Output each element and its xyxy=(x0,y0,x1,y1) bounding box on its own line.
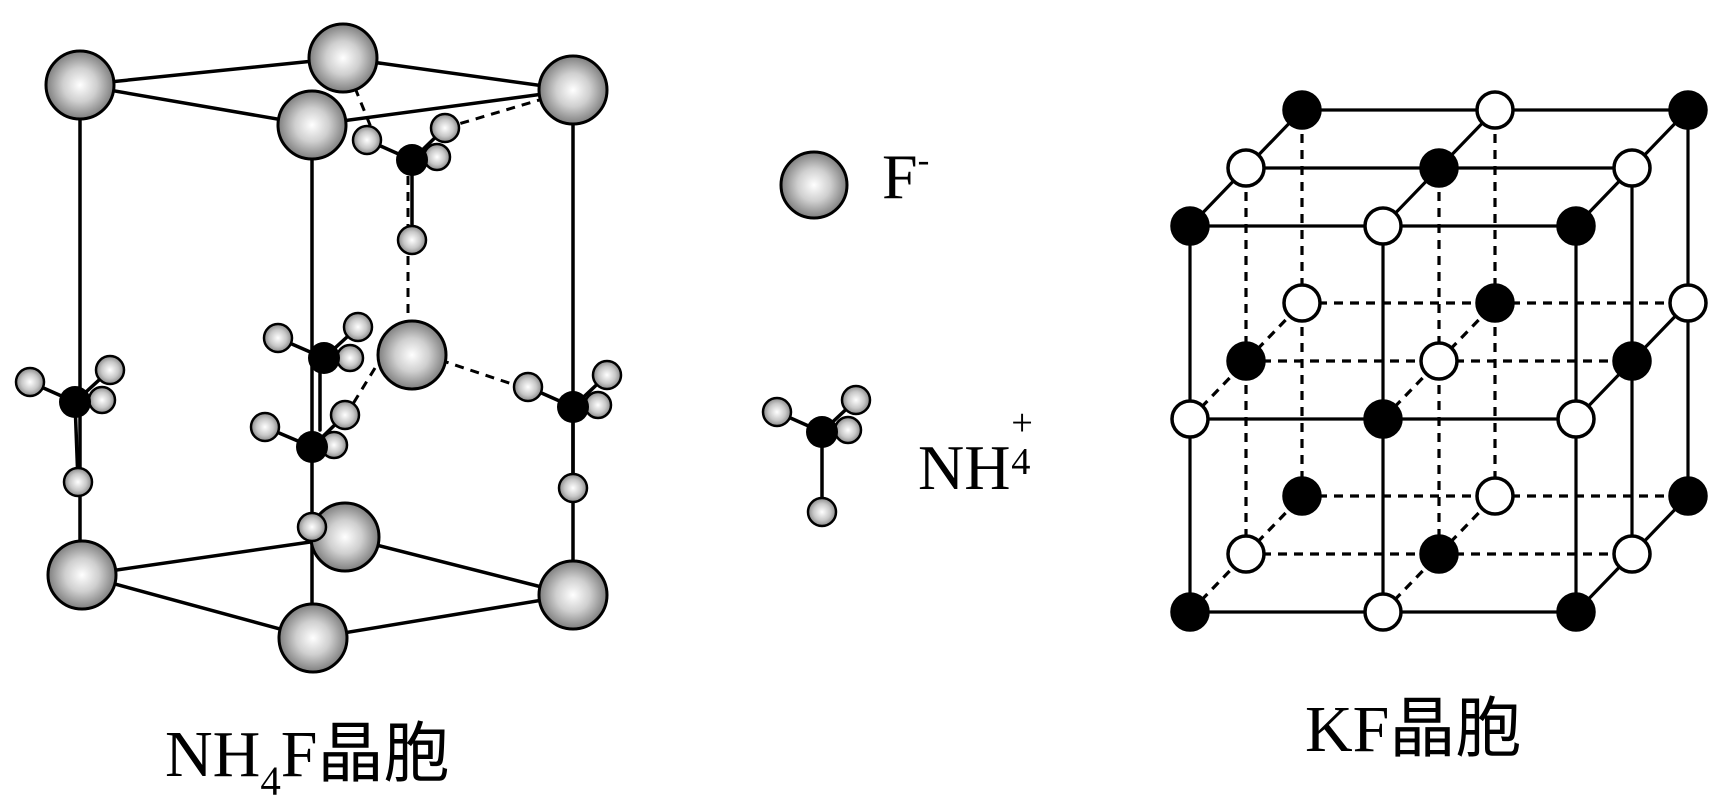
fluoride-ion xyxy=(277,602,349,674)
kf-filled-ion xyxy=(1612,341,1652,381)
kf-filled-ion xyxy=(1226,341,1266,381)
kf-filled-ion xyxy=(1419,534,1459,574)
kf-filled-ion xyxy=(1419,148,1459,188)
kf-filled-ion xyxy=(1363,399,1403,439)
kf-filled-ion xyxy=(1282,476,1322,516)
kf-open-ion xyxy=(1282,283,1322,323)
legend-fluoride-sphere xyxy=(779,150,849,220)
kf-open-ion xyxy=(1475,476,1515,516)
nh4f-fluoride-ions xyxy=(44,22,609,674)
nh4f-caption: NH4F晶胞 xyxy=(165,718,450,803)
fluoride-ion xyxy=(537,559,609,631)
kf-open-ion xyxy=(1556,399,1596,439)
kf-filled-ion xyxy=(1556,592,1596,632)
kf-open-ion xyxy=(1668,283,1708,323)
legend-ammonium-label: NH+4 xyxy=(918,402,1033,503)
kf-open-ion xyxy=(1363,592,1403,632)
kf-open-ion xyxy=(1226,148,1266,188)
kf-open-ion xyxy=(1419,341,1459,381)
kf-unit-cell xyxy=(1170,90,1708,632)
nh4f-hydrogen-atoms xyxy=(14,112,623,543)
kf-filled-ion xyxy=(1556,206,1596,246)
kf-open-ion xyxy=(1170,399,1210,439)
fluoride-ion xyxy=(537,54,609,126)
kf-filled-ion xyxy=(1475,283,1515,323)
fluoride-ion xyxy=(276,89,348,161)
kf-filled-ion xyxy=(1170,206,1210,246)
kf-filled-ion xyxy=(1170,592,1210,632)
nh4f-nitrogen-atoms xyxy=(59,144,589,463)
legend-fluoride-label: F- xyxy=(882,140,930,212)
kf-filled-ion xyxy=(1282,90,1322,130)
kf-open-ion xyxy=(1363,206,1403,246)
legend-ammonium-molecule xyxy=(761,384,872,528)
fluoride-ion xyxy=(46,539,118,611)
kf-open-ion xyxy=(1612,148,1652,188)
kf-filled-ion xyxy=(1668,90,1708,130)
fluoride-ion xyxy=(307,22,379,94)
fluoride-ion xyxy=(44,49,116,121)
kf-open-ion xyxy=(1475,90,1515,130)
kf-open-ion xyxy=(1226,534,1266,574)
kf-open-ion xyxy=(1612,534,1652,574)
kf-caption: KF晶胞 xyxy=(1305,693,1522,766)
legend xyxy=(761,150,872,528)
fluoride-ion xyxy=(376,319,448,391)
kf-filled-ion xyxy=(1668,476,1708,516)
